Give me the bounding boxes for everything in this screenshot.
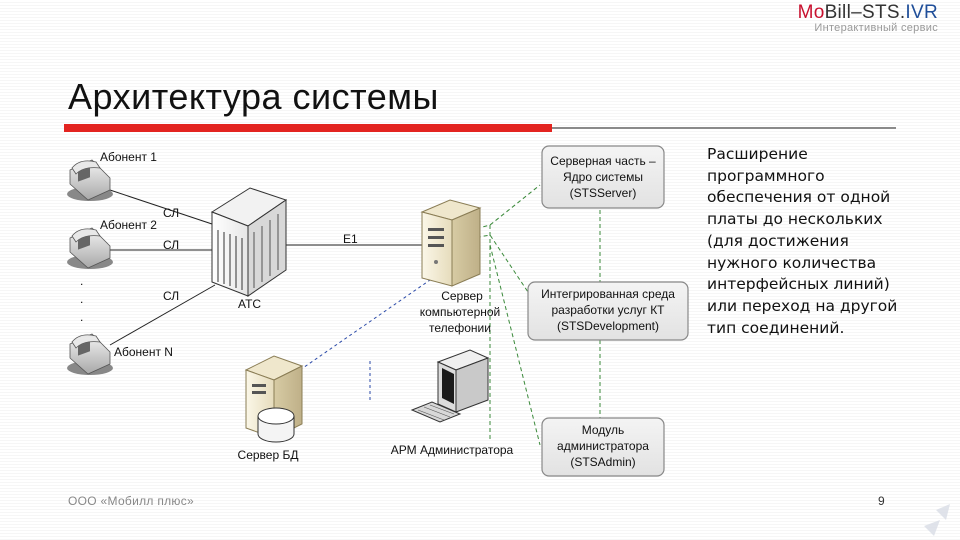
subscriber-label: Абонент N (114, 345, 173, 359)
page-title: Архитектура системы (68, 76, 439, 117)
brand-subtitle: Интерактивный сервис (814, 22, 938, 34)
module-box: Серверная часть – Ядро системы (STSServe… (541, 145, 665, 209)
module-label: Ядро системы (563, 170, 643, 184)
blue-dashed-connectors (299, 279, 431, 400)
db-server-label: Сервер БД (238, 448, 299, 462)
module-label: Модуль (582, 423, 625, 437)
phone-icon (67, 227, 113, 269)
brand: MoBill–STS.IVR Интерактивный сервис (798, 2, 938, 34)
corner-decoration-icon (924, 504, 950, 536)
atc-label: АТС (238, 297, 261, 311)
module-label: (STSDevelopment) (557, 319, 659, 333)
subscriber-label: Абонент 1 (100, 150, 157, 164)
logo-sts: STS. (861, 2, 906, 23)
server-tower-icon (420, 199, 482, 287)
line-label: СЛ (163, 289, 179, 303)
logo-mo: Mo (797, 2, 825, 23)
module-box: Интегрированная среда разработки услуг К… (527, 281, 689, 341)
phone-icon (67, 333, 113, 375)
module-label: (STSAdmin) (570, 455, 635, 469)
ellipsis-dot: . (80, 310, 83, 324)
module-label: разработки услуг КТ (551, 303, 665, 317)
title-rule-gray (552, 127, 896, 129)
subscriber-lines (109, 189, 216, 346)
footer-company: ООО «Мобилл плюс» (68, 494, 195, 508)
logo-dash: – (851, 2, 862, 23)
brand-logo: MoBill–STS.IVR (798, 2, 938, 24)
title-rule-red (64, 124, 552, 132)
admin-workstation-label: АРМ Администратора (391, 443, 514, 457)
module-label: администратора (557, 439, 649, 453)
line-label: СЛ (163, 238, 179, 252)
line-label: СЛ (163, 206, 179, 220)
page-number: 9 (878, 494, 885, 508)
ellipsis-dot: . (80, 292, 83, 306)
phone-icon (67, 159, 113, 201)
server-label: телефонии (429, 321, 491, 335)
e1-label: E1 (343, 232, 358, 246)
ellipsis-dot: . (80, 274, 83, 288)
module-box: Модуль администратора (STSAdmin) (541, 417, 665, 477)
workstation-icon (410, 349, 490, 423)
database-server-icon (244, 355, 304, 443)
module-label: Интегрированная среда (541, 287, 675, 301)
subscriber-label: Абонент 2 (100, 218, 157, 232)
module-label: (STSServer) (570, 186, 637, 200)
module-label: Серверная часть – (550, 154, 656, 168)
atc-cabinet-icon (210, 187, 288, 297)
server-label: Сервер (441, 289, 483, 303)
server-label: компьютерной (420, 305, 501, 319)
slide-text: Расширение программного обеспечения от о… (707, 145, 898, 337)
logo-bill: Bill (824, 2, 852, 23)
logo-ivr: IVR (905, 2, 938, 23)
